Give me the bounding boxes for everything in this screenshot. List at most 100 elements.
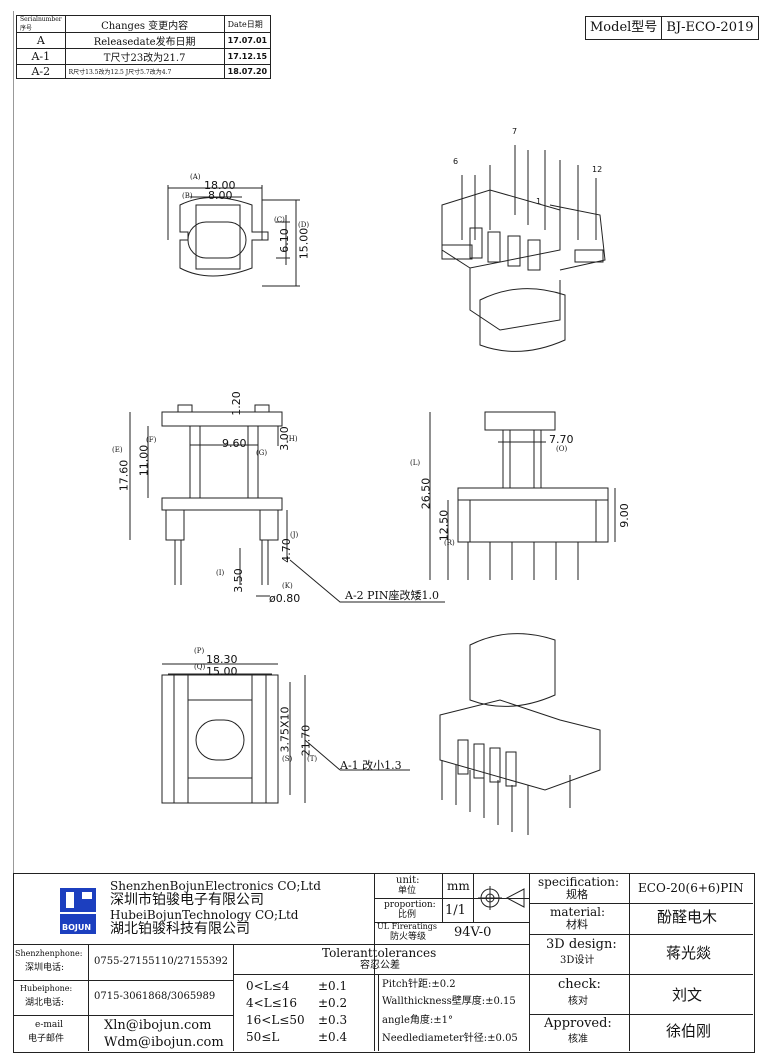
- tag-c: (C): [274, 216, 285, 224]
- material-label: material:: [550, 905, 606, 919]
- iso-view-top: [441, 145, 606, 352]
- dim-p: 18.30: [206, 653, 238, 666]
- tb-line: [529, 974, 753, 975]
- tb-line: [529, 873, 530, 1051]
- company-cn-1: 深圳市铂骏电子有限公司: [110, 892, 264, 908]
- tb-line: [233, 974, 529, 975]
- dim-1-20: 1.20: [229, 391, 243, 416]
- tb-line: [529, 934, 753, 935]
- design-value: 蒋光燚: [666, 944, 712, 962]
- tb-line: [13, 1015, 233, 1016]
- hb-phone-label: Hubeiphone:: [20, 984, 73, 993]
- dim-k: ø0.80: [269, 592, 301, 605]
- unit-label-cn: 单位: [398, 886, 417, 896]
- tb-line: [473, 873, 474, 922]
- dim-i: 3.50: [231, 568, 245, 593]
- check-label: check:: [558, 977, 601, 992]
- tb-line: [378, 974, 379, 1051]
- hb-phone-label-cn: 湖北电话:: [25, 998, 65, 1008]
- tolerance-range: 4<L≤16: [246, 996, 297, 1010]
- front-view: [429, 411, 616, 580]
- spec-label-cn: 规格: [566, 888, 588, 901]
- tag-o: (O): [556, 445, 568, 453]
- tolerance-range: 16<L≤50: [246, 1013, 305, 1027]
- approved-label: Approved:: [544, 1016, 612, 1031]
- tag-h: (H): [286, 435, 298, 443]
- tag-b: (B): [182, 192, 193, 200]
- drawing-frame: [13, 11, 751, 1051]
- tolerance-title: Toleranttolerances: [322, 946, 437, 960]
- pin-label-7: 7: [512, 127, 518, 136]
- pitch-tolerance: Pitch针距:±0.2: [382, 979, 456, 990]
- tag-j: (J): [290, 531, 299, 539]
- dim-s: 3.75X10: [278, 706, 292, 753]
- tolerance-value: ±0.4: [318, 1030, 348, 1044]
- model-label: Model型号: [590, 20, 658, 35]
- title-block: [13, 873, 755, 1053]
- tolerance-range: 0<L≤4: [246, 979, 290, 993]
- dim-9: 9.00: [617, 503, 631, 528]
- tb-line: [374, 898, 529, 899]
- tolerance-value: ±0.3: [318, 1013, 348, 1027]
- note-a1: A-1 改小1.3: [340, 759, 402, 772]
- tag-g: (G): [256, 449, 268, 457]
- proportion-label: proportion:: [384, 900, 436, 910]
- tag-p: (P): [194, 647, 205, 655]
- tag-k: (K): [282, 582, 293, 590]
- proportion-label-cn: 比例: [398, 910, 417, 920]
- tag-d: (D): [298, 221, 310, 229]
- dim-c: 6.10: [277, 228, 291, 253]
- tolerance-range: 50≤L: [246, 1030, 280, 1044]
- email-label-cn: 电子邮件: [28, 1034, 65, 1044]
- design-label: 3D design:: [546, 937, 617, 952]
- angle-tolerance: angle角度:±1°: [382, 1015, 454, 1026]
- tag-a: (A): [190, 173, 201, 181]
- check-value: 刘文: [672, 986, 703, 1004]
- tag-q: (Q): [194, 663, 206, 671]
- tb-line: [374, 873, 375, 1051]
- tb-line: [374, 922, 529, 923]
- side-view: [129, 404, 445, 603]
- tb-line: [13, 980, 233, 981]
- tag-i: (I): [216, 569, 225, 577]
- design-label-cn: 3D设计: [560, 955, 595, 966]
- dim-o: 7.70: [549, 433, 574, 446]
- rev-row-change: R尺寸13.5改为12.5 J尺寸5.7改为4.7: [64, 64, 225, 79]
- pin-label-1: 1: [536, 197, 542, 206]
- company-en-2: HubeiBojunTechnology CO;Ltd: [110, 908, 299, 922]
- email-1: Xln@ibojun.com: [104, 1018, 212, 1033]
- tolerance-title-cn: 容忍公差: [360, 960, 400, 971]
- spec-label: specification:: [538, 875, 620, 889]
- sz-phone-value: 0755-27155110/27155392: [94, 956, 228, 967]
- tb-line: [233, 944, 529, 945]
- logo-text: BOJUN: [62, 923, 92, 932]
- spec-value: ECO-20(6+6)PIN: [638, 881, 744, 895]
- tag-l: (L): [410, 459, 421, 467]
- ul-value: 94V-0: [454, 925, 492, 940]
- dim-e: 17.60: [117, 459, 131, 492]
- dim-g: 9.60: [222, 437, 247, 450]
- pin-label-12: 12: [592, 165, 603, 174]
- tb-line: [529, 1014, 753, 1015]
- dim-t: 21.70: [299, 724, 313, 757]
- model-value: BJ-ECO-2019: [661, 17, 757, 39]
- ul-label: UL Fireratings: [377, 922, 438, 931]
- revision-table: Serialnumber序号 Changes 变更内容 Date日期 A Rel…: [16, 15, 272, 79]
- sz-phone-label: Shenzhenphone:: [15, 949, 83, 958]
- email-2: Wdm@ibojun.com: [104, 1035, 224, 1050]
- sz-phone-label-cn: 深圳电话:: [25, 963, 65, 973]
- dim-l: 26.50: [419, 477, 433, 510]
- pin-label-6: 6: [453, 157, 459, 166]
- material-value: 酚醛电木: [657, 908, 718, 926]
- wall-tolerance: Wallthickness壁厚度:±0.15: [382, 996, 516, 1007]
- rev-row-date: 18.07.20: [223, 64, 272, 79]
- iso-view-bottom: [439, 633, 601, 835]
- dim-f: 11.00: [137, 444, 151, 477]
- dim-j: 4.70: [279, 538, 293, 563]
- tag-r: (R): [444, 539, 455, 547]
- technical-drawing: [129, 145, 616, 835]
- dim-r: 12.50: [437, 509, 451, 542]
- dim-d: 15.00: [297, 227, 311, 260]
- dim-b: 8.00: [208, 189, 233, 202]
- company-cn-2: 湖北铂骏科技有限公司: [110, 921, 250, 937]
